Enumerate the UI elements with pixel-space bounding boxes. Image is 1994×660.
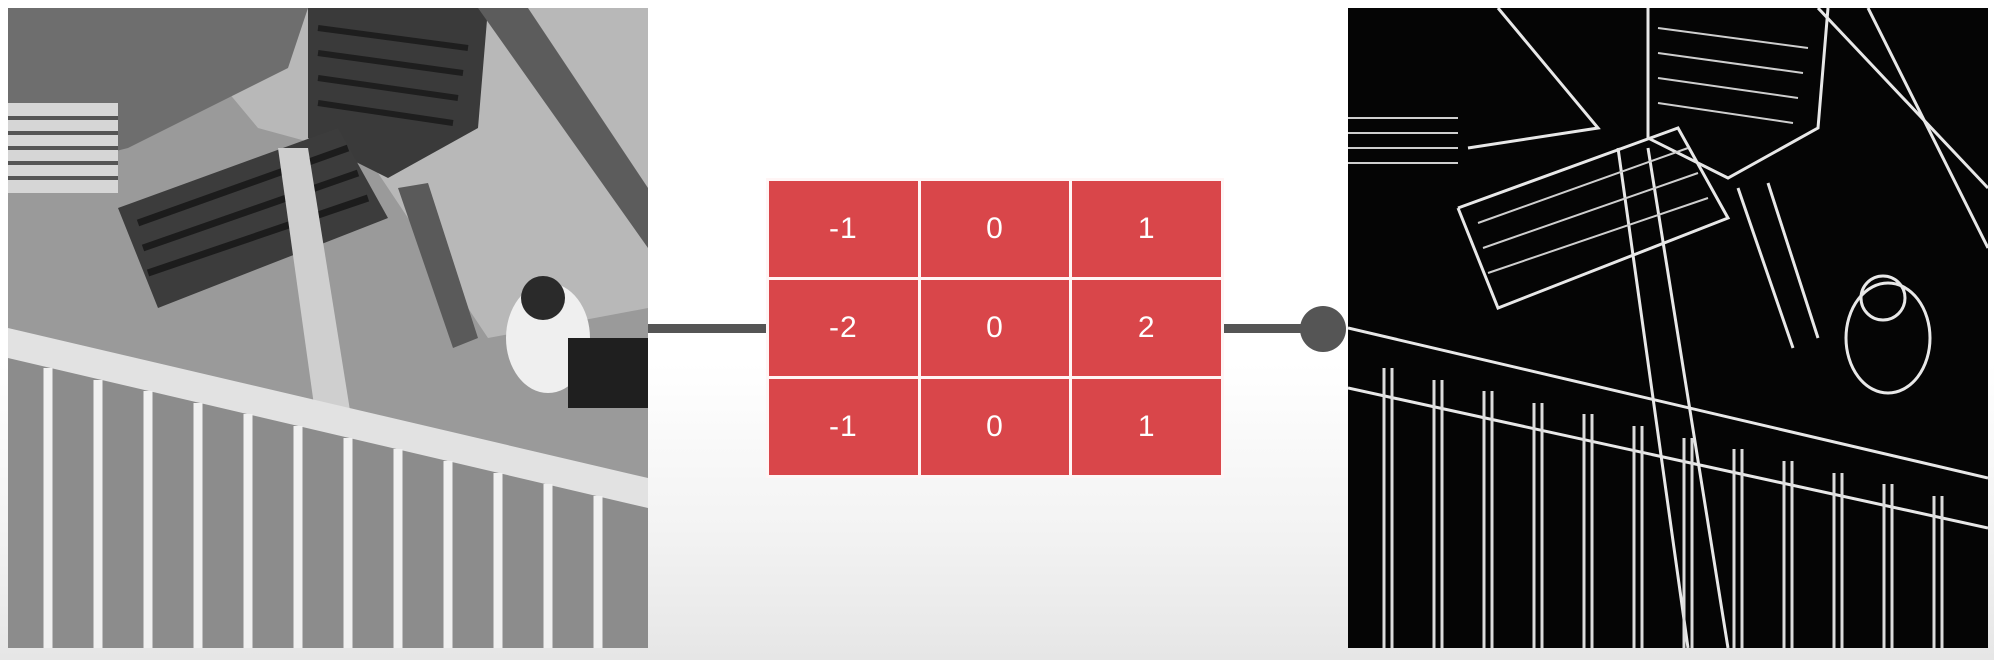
kernel-cell: -1 bbox=[769, 181, 918, 277]
kernel-cell: 1 bbox=[1072, 181, 1221, 277]
kernel-cell: 2 bbox=[1072, 280, 1221, 376]
kernel-cell: -2 bbox=[769, 280, 918, 376]
kernel-cell: -1 bbox=[769, 379, 918, 475]
kernel-cell: 1 bbox=[1072, 379, 1221, 475]
connector-line-left bbox=[648, 324, 768, 333]
output-edge-detected-photo bbox=[1348, 8, 1988, 648]
kernel-cell: 0 bbox=[920, 280, 1070, 376]
convolution-kernel-grid: -1 0 1 -2 0 2 -1 0 1 bbox=[766, 178, 1224, 478]
kernel-cell: 0 bbox=[920, 379, 1070, 475]
staircase-photo-icon bbox=[8, 8, 648, 648]
connector-dot bbox=[1300, 306, 1346, 352]
connector-line-right bbox=[1220, 324, 1316, 333]
kernel-cell: 0 bbox=[920, 181, 1070, 277]
input-grayscale-photo bbox=[8, 8, 648, 648]
edge-detection-photo-icon bbox=[1348, 8, 1988, 648]
